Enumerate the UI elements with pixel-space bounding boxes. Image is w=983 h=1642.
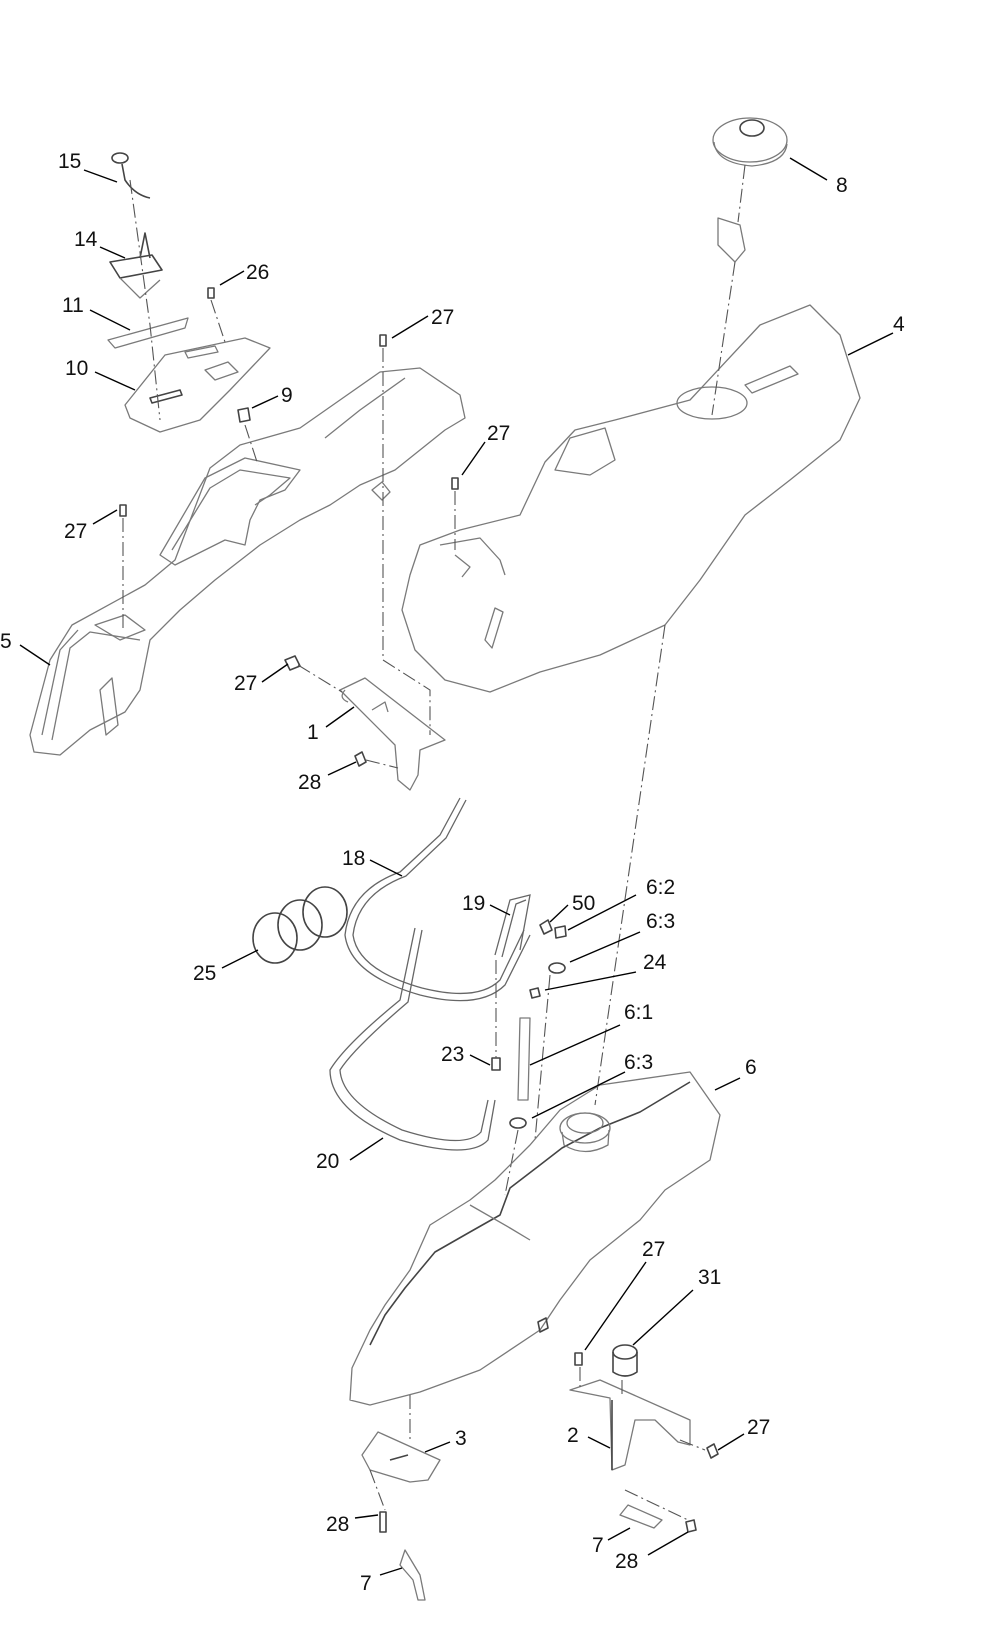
callout-27e: 27 <box>642 1238 665 1261</box>
callout-6-3b: 6:3 <box>624 1051 653 1074</box>
callout-27a: 27 <box>431 306 454 329</box>
callout-26: 26 <box>246 261 269 284</box>
callout-50: 50 <box>572 892 595 915</box>
screws-27-upper <box>119 334 459 735</box>
callout-7b: 7 <box>360 1572 372 1595</box>
callout-27b: 27 <box>487 422 510 445</box>
callout-5: 5 <box>0 630 12 653</box>
callout-labels: 15 14 26 11 10 27 9 27 27 5 27 1 28 8 4 … <box>0 150 905 1595</box>
part-5-left-shroud <box>29 367 466 756</box>
hose-18 <box>344 797 531 1002</box>
part-3-bracket <box>361 1395 441 1533</box>
callout-25: 25 <box>193 962 216 985</box>
callout-6: 6 <box>745 1056 757 1079</box>
callout-6-2: 6:2 <box>646 876 675 899</box>
callout-28c: 28 <box>615 1550 638 1573</box>
leader-lines <box>19 157 894 1576</box>
callout-10: 10 <box>65 357 88 380</box>
callout-4: 4 <box>893 313 905 336</box>
callout-23: 23 <box>441 1043 464 1066</box>
part-4-tank-housing <box>401 304 861 693</box>
callout-1: 1 <box>307 721 319 744</box>
part-7-left-clip <box>399 1549 426 1601</box>
hose-19 <box>494 894 531 958</box>
callout-6-1: 6:1 <box>624 1001 653 1024</box>
callout-2: 2 <box>567 1424 579 1447</box>
callout-18: 18 <box>342 847 365 870</box>
callout-24: 24 <box>643 951 667 974</box>
part-25-clamps <box>252 886 348 964</box>
callout-7a: 7 <box>592 1534 604 1557</box>
part-10-panel <box>124 337 271 433</box>
part-11-plate <box>107 317 189 349</box>
callout-14: 14 <box>74 228 98 251</box>
part-6-fuel-tank <box>349 1071 721 1406</box>
fittings-6-2-6-3-24-50 <box>491 919 567 1141</box>
callout-27f: 27 <box>747 1416 770 1439</box>
callout-8: 8 <box>836 174 848 197</box>
callout-6-3a: 6:3 <box>646 910 675 933</box>
part-15-knob <box>111 152 151 199</box>
part-26-screw <box>207 287 227 346</box>
axis-6-3-lower <box>504 1129 519 1196</box>
callout-11: 11 <box>62 294 84 317</box>
part-8-fuel-cap <box>711 117 788 416</box>
axis-tank-to-neck <box>594 624 666 1106</box>
callout-20: 20 <box>316 1150 339 1173</box>
callout-3: 3 <box>455 1427 467 1450</box>
callout-15: 15 <box>58 150 81 173</box>
callout-28a: 28 <box>298 771 321 794</box>
callout-31: 31 <box>698 1266 721 1289</box>
part-1-bracket <box>284 655 446 791</box>
callout-28b: 28 <box>326 1513 349 1536</box>
axis-upper-left <box>129 179 161 421</box>
hose-20 <box>329 927 496 1151</box>
callout-27c: 27 <box>64 520 87 543</box>
callout-19: 19 <box>462 892 485 915</box>
part-9-clip <box>237 407 251 423</box>
callout-27d: 27 <box>234 672 257 695</box>
callout-9: 9 <box>281 384 293 407</box>
part-2-bracket <box>569 1344 719 1533</box>
part-14-bracket <box>109 232 163 299</box>
axis-clip <box>244 424 259 466</box>
